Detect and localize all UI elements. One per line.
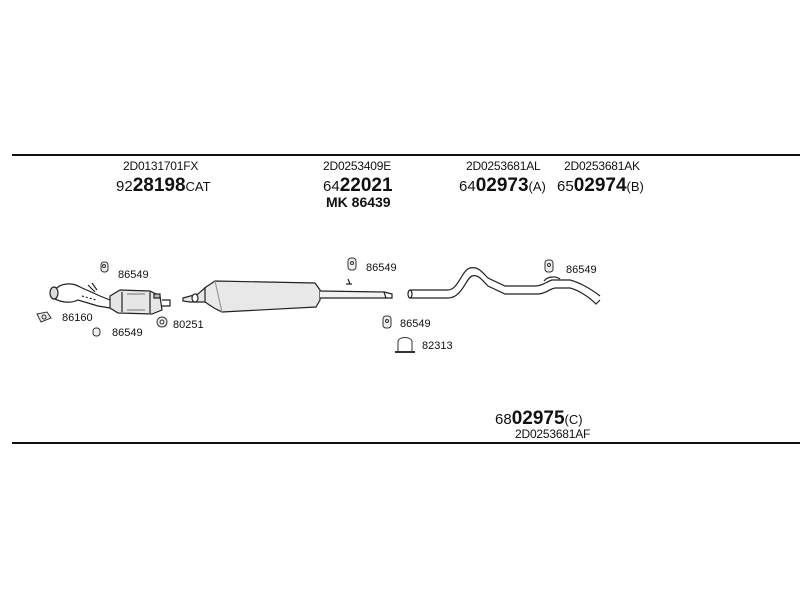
part-number-middle-silencer: 6422021 — [323, 176, 393, 195]
oem-code: 2D0253409E — [323, 159, 392, 173]
oem-code: 2D0253681AK — [564, 159, 640, 173]
ref-number: 82313 — [422, 340, 453, 352]
middle-silencer-drawing — [182, 278, 393, 313]
u-clamp-icon — [395, 337, 415, 353]
part-number-rear-pipe-a: 6402973(A) — [459, 176, 546, 195]
catalytic-converter-drawing — [109, 289, 171, 315]
part-number-catalyst: 9228198CAT — [116, 176, 211, 195]
part-suffix: (C) — [564, 412, 583, 427]
part-number: 02974 — [573, 175, 627, 196]
gasket-icon — [36, 311, 52, 323]
ref-number: 86549 — [400, 318, 431, 330]
oem-code: 2D0253681AF — [515, 427, 591, 441]
part-number-rear-pipe-b: 6502974(B) — [557, 176, 644, 195]
part-number-tail-pipe-c: 6802975(C) — [495, 409, 583, 428]
top-divider — [12, 154, 800, 156]
ref-number: 86549 — [118, 269, 149, 281]
part-prefix: 92 — [116, 178, 133, 195]
part-prefix: 64 — [323, 178, 340, 195]
part-prefix: 65 — [557, 178, 574, 195]
mounting-kit-label: MK 86439 — [326, 194, 391, 210]
part-suffix: (A) — [528, 179, 546, 194]
part-number: 28198 — [132, 175, 186, 196]
rubber-hanger-icon — [347, 257, 357, 271]
rubber-hanger-icon — [100, 261, 109, 273]
rubber-hanger-icon — [92, 327, 101, 337]
ref-number: 86549 — [566, 264, 597, 276]
part-prefix: 68 — [495, 411, 512, 428]
oem-code: 2D0131701FX — [123, 159, 199, 173]
part-suffix: (B) — [626, 179, 644, 194]
ref-number: 86549 — [366, 262, 397, 274]
part-suffix: CAT — [185, 179, 211, 194]
clamp-icon — [156, 316, 168, 328]
bottom-divider — [12, 442, 800, 444]
ref-number: 86549 — [112, 327, 143, 339]
part-number: 22021 — [339, 175, 393, 196]
part-number: 02973 — [475, 175, 529, 196]
oem-code: 2D0253681AL — [466, 159, 541, 173]
part-number: 02975 — [511, 408, 565, 429]
ref-number: 80251 — [173, 319, 204, 331]
part-prefix: 64 — [459, 178, 476, 195]
rubber-hanger-icon — [544, 259, 554, 273]
ref-number: 86160 — [62, 312, 93, 324]
rear-pipe-drawing — [407, 267, 601, 305]
rubber-hanger-icon — [382, 315, 392, 329]
front-pipe-drawing — [49, 282, 111, 309]
